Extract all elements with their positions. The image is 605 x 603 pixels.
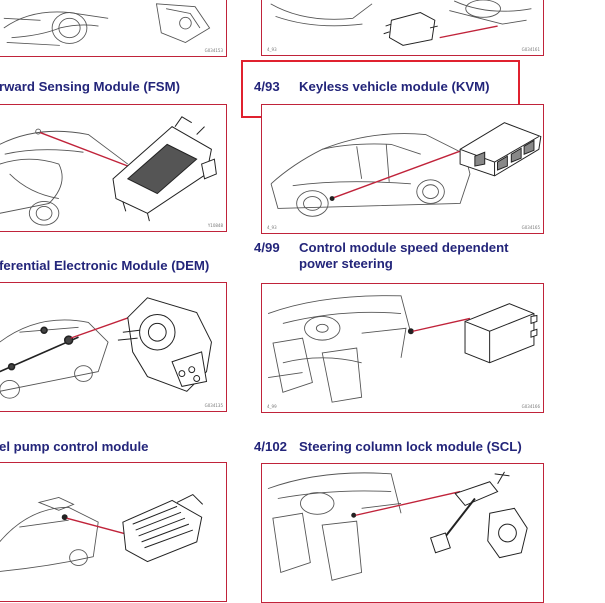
fuel-pump-module-illustration (0, 493, 204, 572)
heading-steering-module: 4/99 Control module speed dependent powe… (254, 240, 509, 271)
fsm-windshield-illustration (0, 116, 217, 226)
figure-code: G034153 (204, 48, 223, 53)
figure-code: 4_93 (267, 225, 277, 230)
heading-dem: ferential Electronic Module (DEM) (0, 258, 210, 273)
figure-code: 4_99 (267, 404, 277, 409)
kvm-car-illustration (270, 122, 542, 217)
figure-code: G034161 (521, 47, 540, 52)
section-number: 4/102 (254, 439, 288, 454)
steering-column-illustration (267, 471, 528, 581)
illustration-panel-kvm: 4_93 G034165 (261, 104, 544, 234)
heading-scl: 4/102 Steering column lock module (SCL) (254, 439, 522, 455)
illustration-panel-dem: G034135 (0, 282, 227, 412)
cabin-interior-illustration (267, 295, 538, 403)
car-front-illustration (3, 3, 211, 46)
section-title: Keyless vehicle module (KVM) (299, 79, 490, 94)
heading-kvm: 4/93 Keyless vehicle module (KVM) (254, 79, 490, 95)
figure-code: G034135 (204, 403, 223, 408)
section-number: 4/93 (254, 79, 280, 94)
section-title-line2: power steering (299, 256, 393, 271)
figure-code: Y10848 (207, 223, 223, 228)
section-title: Steering column lock module (SCL) (299, 439, 522, 454)
section-number: 4/99 (254, 240, 280, 255)
dem-driveline-illustration (0, 297, 212, 399)
section-title: Control module speed dependent (299, 240, 509, 255)
illustration-panel-fsm: Y10848 (0, 104, 227, 232)
heading-fuel-pump: el pump control module (0, 439, 149, 454)
figure-code: G034166 (521, 404, 540, 409)
illustration-panel-top-right: 4_93 G034161 (261, 0, 544, 56)
illustration-panel-scl (261, 463, 544, 603)
illustration-panel-fuel-pump (0, 462, 227, 602)
rear-car-illustration (270, 0, 532, 46)
figure-code: G034165 (521, 225, 540, 230)
illustration-panel-steering-module: 4_99 G034166 (261, 283, 544, 413)
heading-fsm: rward Sensing Module (FSM) (0, 79, 180, 94)
figure-code: 4_93 (267, 47, 277, 52)
illustration-panel-top-left: G034153 (0, 0, 227, 57)
